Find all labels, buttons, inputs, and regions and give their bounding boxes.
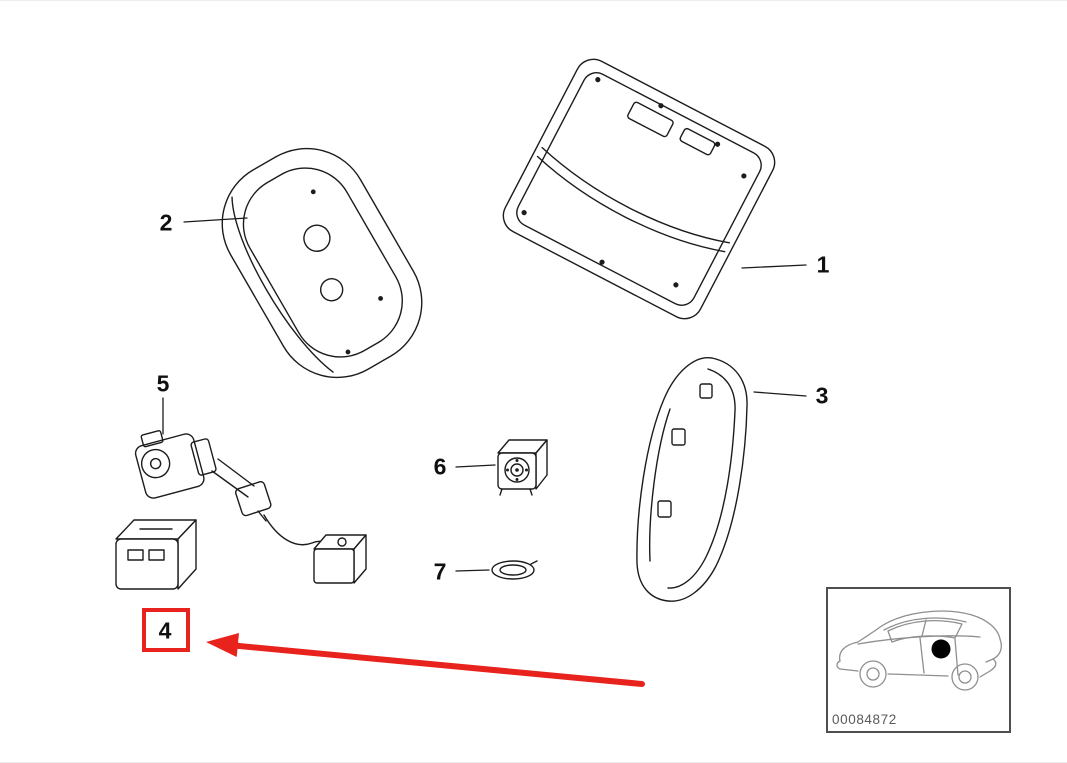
part-5-motor-assembly-drawing — [134, 430, 367, 584]
vehicle-location-inset: 00084872 — [826, 587, 1011, 733]
part-3-side-trim-drawing — [636, 357, 748, 602]
callout-3[interactable]: 3 — [815, 382, 829, 409]
part-6-switch-drawing — [497, 439, 548, 496]
location-marker-dot — [931, 639, 951, 659]
callout-6[interactable]: 6 — [433, 453, 447, 480]
part-1-backrest-panel-drawing — [502, 58, 776, 320]
callout-7[interactable]: 7 — [433, 558, 447, 585]
part-7-ring-drawing — [491, 560, 538, 580]
part-4-control-module-drawing — [115, 519, 197, 590]
car-sketch — [836, 610, 1002, 691]
callout-2[interactable]: 2 — [159, 209, 173, 236]
callout-leader-lines — [162, 217, 807, 572]
callout-5[interactable]: 5 — [156, 370, 170, 397]
diagram-part-number: 00084872 — [832, 712, 897, 727]
highlight-box — [142, 608, 190, 652]
highlight-arrow — [206, 633, 645, 687]
callout-4[interactable]: 4 — [158, 617, 172, 644]
part-2-lumbar-pad-drawing — [221, 147, 423, 379]
callout-1[interactable]: 1 — [816, 251, 830, 278]
